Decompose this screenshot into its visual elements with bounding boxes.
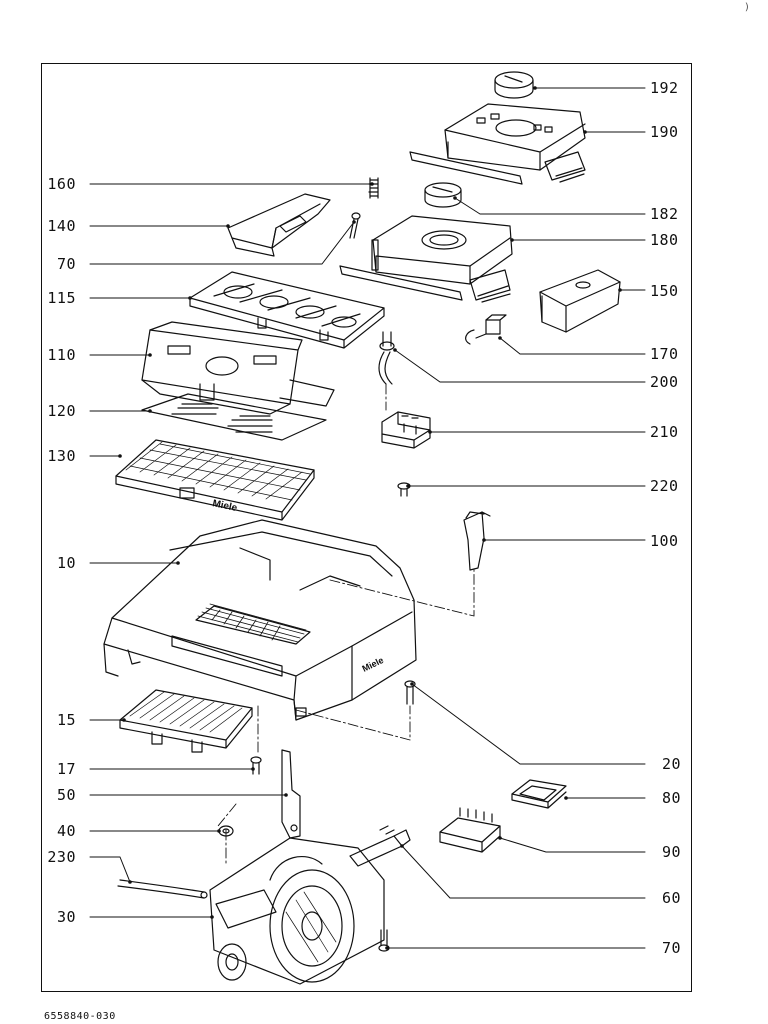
document-code: 6558840-030 <box>44 1011 116 1022</box>
label-150: 150 <box>650 282 679 300</box>
label-10: 10 <box>56 554 76 572</box>
label-220: 220 <box>650 477 679 495</box>
label-180: 180 <box>650 231 679 249</box>
brand-mark-housing: Miele <box>360 655 385 674</box>
label-115: 115 <box>47 289 76 307</box>
label-160: 160 <box>47 175 76 193</box>
part-17-screw <box>250 756 262 775</box>
part-160-spring <box>368 177 379 199</box>
part-180-housing <box>339 215 513 303</box>
label-230: 230 <box>47 848 76 866</box>
part-192-knob <box>494 71 534 99</box>
part-140-cover <box>227 193 331 257</box>
label-20: 20 <box>662 755 682 773</box>
part-80-ring <box>511 779 567 809</box>
label-192: 192 <box>650 79 679 97</box>
label-200: 200 <box>650 373 679 391</box>
label-70-lower: 70 <box>662 939 682 957</box>
part-170-switch <box>465 314 507 345</box>
label-40: 40 <box>56 822 76 840</box>
label-90: 90 <box>662 843 682 861</box>
part-100-latch <box>463 511 491 571</box>
corner-mark: ) <box>743 2 750 13</box>
label-120: 120 <box>47 402 76 420</box>
label-30: 30 <box>56 908 76 926</box>
part-150-cap <box>539 269 621 333</box>
leader-lines <box>89 87 646 949</box>
part-30-cable-reel <box>209 837 385 985</box>
leader-dots <box>118 86 622 950</box>
part-210-terminal <box>381 411 431 449</box>
part-20-screw <box>404 680 416 705</box>
part-115-grille <box>189 271 385 349</box>
part-10-housing <box>103 519 417 721</box>
part-130-hepa-filter <box>115 439 315 521</box>
part-90-connector <box>439 807 501 853</box>
label-70-upper: 70 <box>56 255 76 273</box>
label-182: 182 <box>650 205 679 223</box>
part-182-knob <box>424 182 462 208</box>
label-17: 17 <box>56 760 76 778</box>
label-100: 100 <box>650 532 679 550</box>
label-190: 190 <box>650 123 679 141</box>
part-50-bracket <box>281 749 301 839</box>
label-110: 110 <box>47 346 76 364</box>
label-210: 210 <box>650 423 679 441</box>
label-130: 130 <box>47 447 76 465</box>
brand-mark-filter: Miele <box>211 498 238 514</box>
label-50: 50 <box>56 786 76 804</box>
part-200-sensor <box>378 331 395 385</box>
part-110-frame <box>141 321 335 415</box>
label-170: 170 <box>650 345 679 363</box>
label-140: 140 <box>47 217 76 235</box>
part-120-mat <box>141 393 327 441</box>
part-15-grille <box>119 689 253 753</box>
label-15: 15 <box>56 711 76 729</box>
part-190-cover <box>409 103 586 185</box>
label-80: 80 <box>662 789 682 807</box>
label-60: 60 <box>662 889 682 907</box>
assembly-lines <box>217 383 475 931</box>
diagram-frame <box>41 63 692 992</box>
